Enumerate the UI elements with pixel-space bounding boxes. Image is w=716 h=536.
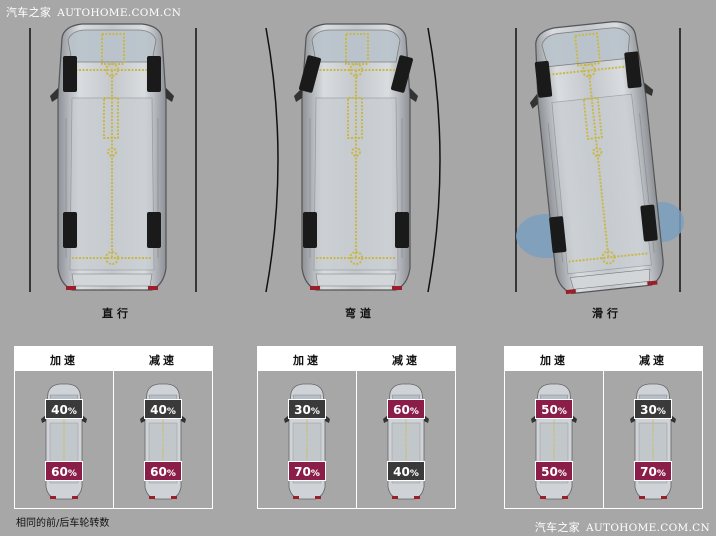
rear-torque-value: 70: [294, 465, 311, 479]
front-torque-value: 30: [294, 403, 311, 417]
panel-divider: [113, 347, 114, 508]
percent-sign: %: [166, 469, 176, 479]
rear-torque-badge-decel: 60%: [144, 461, 182, 481]
percent-sign: %: [656, 407, 666, 417]
front-torque-value: 40: [51, 403, 68, 417]
rear-torque-badge-accel: 50%: [535, 461, 573, 481]
watermark-bottom: 汽车之家 AUTOHOME.COM.CN: [535, 519, 710, 535]
panel-divider: [356, 347, 357, 508]
rear-torque-badge-decel: 70%: [634, 461, 672, 481]
front-torque-badge-accel: 50%: [535, 399, 573, 419]
decelerate-label: 减速: [392, 354, 420, 367]
accelerate-label: 加速: [540, 354, 568, 367]
percent-sign: %: [67, 407, 77, 417]
front-torque-value: 60: [393, 403, 410, 417]
watermark-top-cn: 汽车之家: [6, 6, 52, 19]
percent-sign: %: [656, 469, 666, 479]
front-torque-badge-decel: 30%: [634, 399, 672, 419]
driving-scenarios-illustration: [29, 17, 684, 297]
decelerate-label: 减速: [639, 354, 667, 367]
accelerate-label: 加速: [293, 354, 321, 367]
percent-sign: %: [557, 469, 567, 479]
torque-panel-skid: 加速 减速 50% 50% 30% 70%: [504, 346, 703, 509]
rear-torque-value: 70: [640, 465, 657, 479]
watermark-bottom-en: AUTOHOME.COM.CN: [585, 522, 710, 534]
rear-torque-badge-accel: 60%: [45, 461, 83, 481]
percent-sign: %: [310, 407, 320, 417]
rear-torque-value: 40: [393, 465, 410, 479]
accelerate-label: 加速: [50, 354, 78, 367]
percent-sign: %: [557, 407, 567, 417]
footnote: 相同的前/后车轮转数: [16, 518, 110, 529]
front-torque-value: 30: [640, 403, 657, 417]
rear-torque-badge-accel: 70%: [288, 461, 326, 481]
front-torque-badge-decel: 40%: [144, 399, 182, 419]
torque-panel-curve: 加速 减速 30% 70% 60% 40%: [257, 346, 456, 509]
front-torque-badge-accel: 30%: [288, 399, 326, 419]
decelerate-label: 减速: [149, 354, 177, 367]
caption-straight: 直行: [102, 307, 132, 320]
front-torque-badge-accel: 40%: [45, 399, 83, 419]
percent-sign: %: [67, 469, 77, 479]
rear-torque-value: 50: [541, 465, 558, 479]
percent-sign: %: [409, 469, 419, 479]
percent-sign: %: [310, 469, 320, 479]
torque-panel-straight: 加速 减速 40% 60% 40% 60%: [14, 346, 213, 509]
panel-divider: [603, 347, 604, 508]
watermark-top: 汽车之家 AUTOHOME.COM.CN: [6, 4, 181, 20]
rear-torque-badge-decel: 40%: [387, 461, 425, 481]
percent-sign: %: [409, 407, 419, 417]
watermark-top-en: AUTOHOME.COM.CN: [57, 7, 182, 19]
front-torque-value: 50: [541, 403, 558, 417]
front-torque-badge-decel: 60%: [387, 399, 425, 419]
rear-torque-value: 60: [150, 465, 167, 479]
caption-skid: 滑行: [592, 307, 622, 320]
front-torque-value: 40: [150, 403, 167, 417]
caption-curve: 弯道: [345, 307, 375, 320]
watermark-bottom-cn: 汽车之家: [534, 521, 580, 534]
rear-torque-value: 60: [51, 465, 68, 479]
percent-sign: %: [166, 407, 176, 417]
